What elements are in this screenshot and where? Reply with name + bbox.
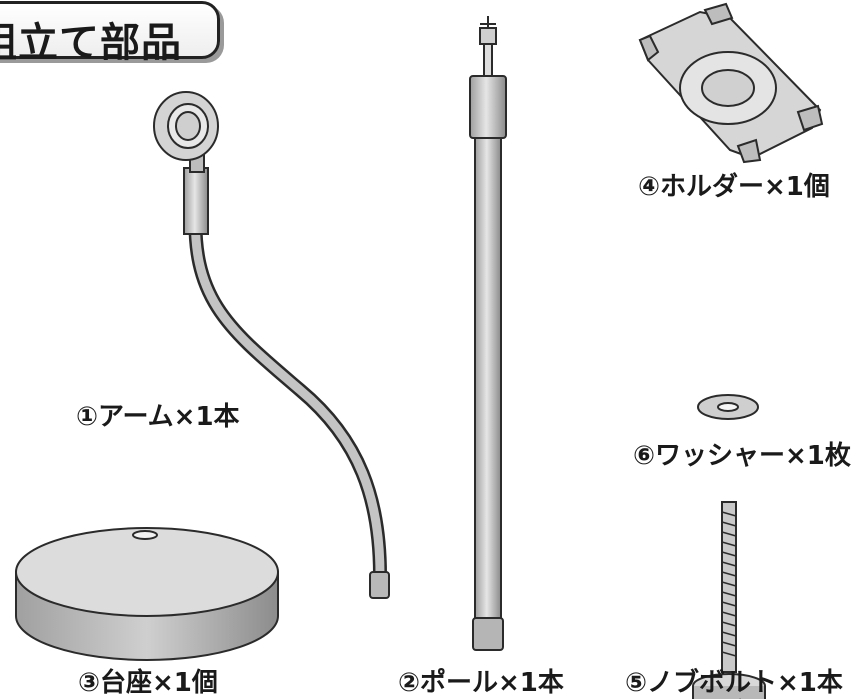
section-title: 組立て部品 [0,20,182,66]
label-pole: ②ポール×1本 [398,668,564,698]
label-arm: ①アーム×1本 [76,402,240,432]
arm-illustration [153,91,390,599]
washer-illustration [697,394,759,420]
label-holder: ④ホルダー×1個 [638,172,830,202]
label-base: ③台座×1個 [78,668,218,698]
label-washer: ⑥ワッシャー×1枚 [633,441,851,471]
knob-bolt-illustration [692,501,766,699]
base-illustration [15,527,279,661]
holder-illustration [638,2,824,164]
pole-illustration [469,16,507,651]
section-title-box: 組立て部品 [0,1,220,66]
label-knob-bolt: ⑤ノブボルト×1本 [625,668,843,698]
